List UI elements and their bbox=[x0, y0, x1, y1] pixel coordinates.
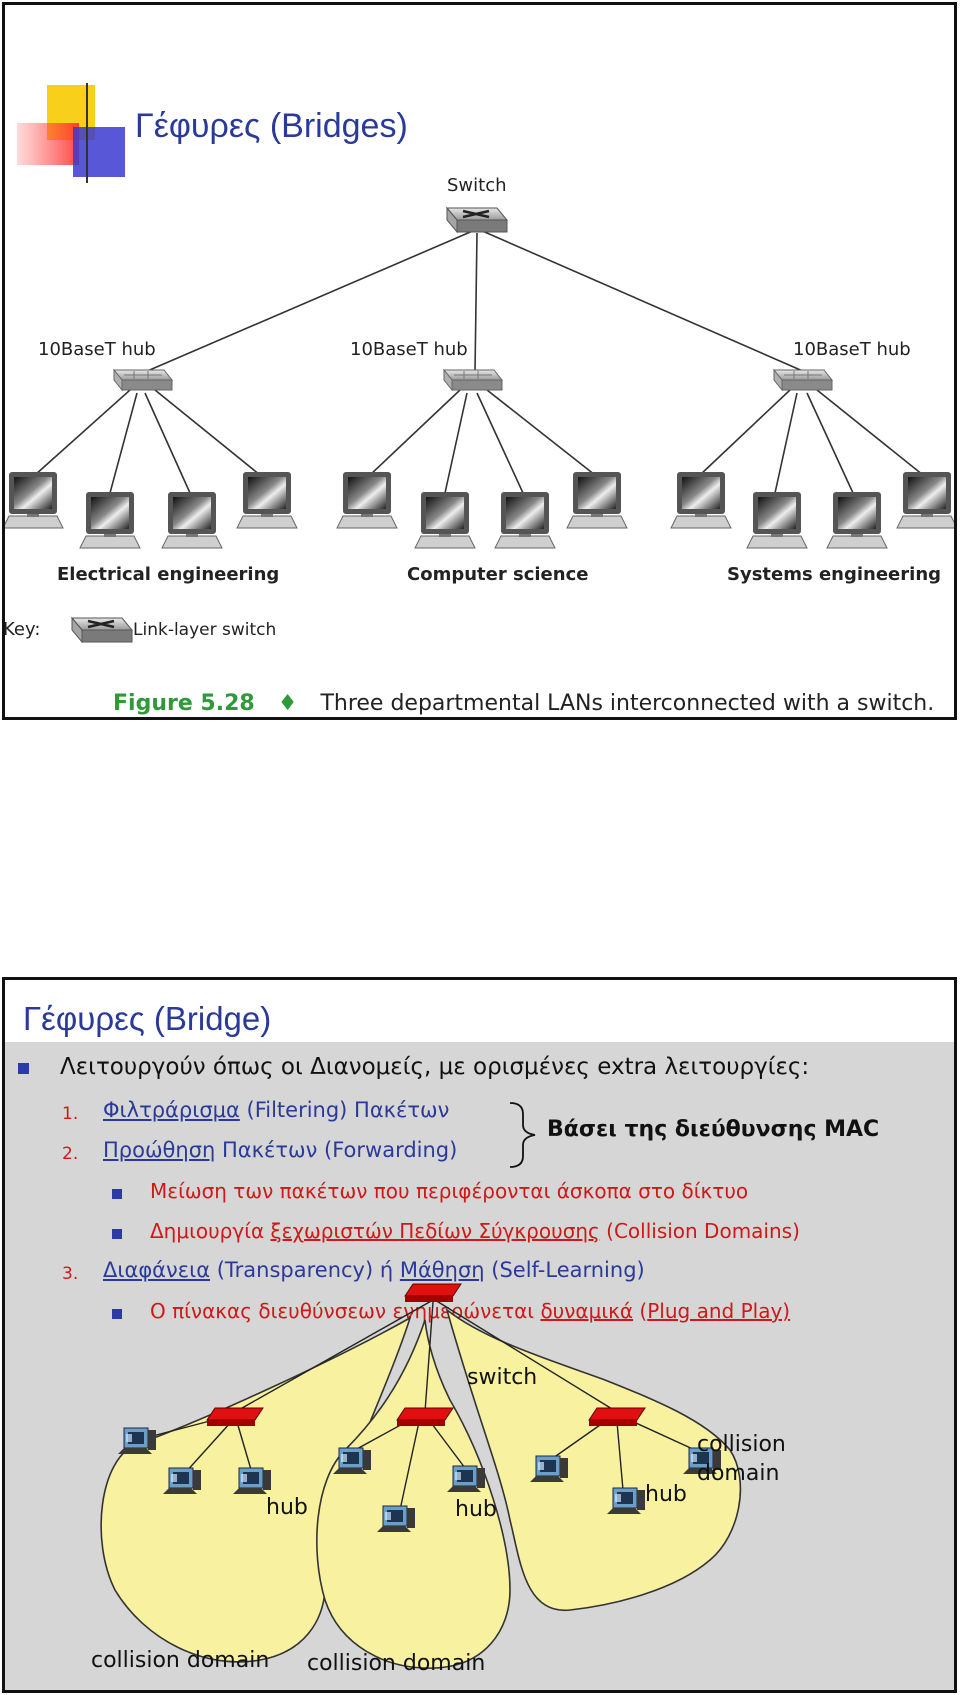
computer-icon bbox=[336, 471, 398, 529]
hub-label-1: hub bbox=[266, 1495, 308, 1520]
hub-icon bbox=[206, 1407, 264, 1427]
switch-icon bbox=[404, 1283, 462, 1303]
computer-icon bbox=[79, 491, 141, 549]
hub-label-2: 10BaseT hub bbox=[350, 339, 468, 360]
switch-icon bbox=[445, 206, 509, 234]
bullet-icon bbox=[18, 1063, 29, 1074]
slide-bridges-diagram: Γέφυρες (Bridges) bbox=[2, 2, 957, 720]
title-bar bbox=[5, 980, 954, 1042]
sub-reduction: Μείωση των πακέτων που περιφέρονται άσκο… bbox=[150, 1179, 749, 1203]
domain-word: domain bbox=[697, 1461, 780, 1486]
forwarding-rest: Πακέτων (Forwarding) bbox=[215, 1138, 458, 1162]
plug-and-play-link[interactable]: Plug and Play) bbox=[647, 1299, 791, 1323]
computer-icon bbox=[566, 471, 628, 529]
title-decoration bbox=[17, 83, 954, 183]
bullet-icon bbox=[112, 1189, 122, 1199]
key-item-label: Link-layer switch bbox=[133, 620, 277, 640]
hub-icon bbox=[773, 369, 833, 391]
computer-icon bbox=[414, 491, 476, 549]
slide-title: Γέφυρες (Bridges) bbox=[135, 107, 408, 145]
computer-icon bbox=[670, 471, 732, 529]
dynamic-link[interactable]: δυναμικά bbox=[540, 1299, 634, 1323]
filtering-link[interactable]: Φιλτράρισμα bbox=[103, 1098, 240, 1122]
sub2-pre: Δημιουργία bbox=[150, 1219, 271, 1243]
collision-domain-right bbox=[445, 1307, 742, 1611]
computer-icon bbox=[746, 491, 808, 549]
item-filtering: Φιλτράρισμα (Filtering) Πακέτων bbox=[103, 1098, 449, 1122]
figure-number: Figure 5.28 bbox=[113, 691, 255, 716]
hub-label-3: 10BaseT hub bbox=[793, 339, 911, 360]
dept-label-cs: Computer science bbox=[407, 564, 589, 585]
hub-icon bbox=[113, 369, 173, 391]
computer-icon bbox=[896, 471, 954, 529]
item-number-2: 2. bbox=[62, 1144, 79, 1164]
collision-domain-label-left: collision domain bbox=[91, 1648, 270, 1673]
sub-collision-domains: Δημιουργία ξεχωριστών Πεδίων Σύγκρουσης … bbox=[150, 1219, 800, 1243]
dept-label-systems: Systems engineering bbox=[727, 564, 942, 585]
item3-post: (Self-Learning) bbox=[484, 1258, 645, 1282]
forwarding-link[interactable]: Προώθηση bbox=[103, 1138, 216, 1162]
key-switch-icon bbox=[70, 616, 134, 644]
item-number-3: 3. bbox=[62, 1264, 79, 1284]
dept-label-electrical: Electrical engineering bbox=[57, 564, 280, 585]
computer-icon bbox=[5, 471, 64, 529]
key-label: Key: bbox=[3, 619, 41, 640]
filtering-rest: (Filtering) Πακέτων bbox=[239, 1098, 450, 1122]
bullet-icon bbox=[112, 1309, 122, 1319]
slide-title: Γέφυρες (Bridge) bbox=[23, 1000, 272, 1037]
brace-icon bbox=[509, 1102, 536, 1168]
collision-domain-label-right: collision domain bbox=[697, 1430, 786, 1488]
hub-icon bbox=[588, 1407, 646, 1427]
switch-label: switch bbox=[467, 1365, 538, 1390]
hub-label-3: hub bbox=[645, 1482, 687, 1507]
switch-label: Switch bbox=[447, 175, 507, 196]
learning-link[interactable]: Μάθηση bbox=[399, 1258, 485, 1282]
item3-mid: (Transparency) ή bbox=[210, 1258, 400, 1282]
collision-fields-link[interactable]: ξεχωριστών Πεδίων Σύγκρουσης bbox=[270, 1219, 600, 1243]
item-forwarding: Προώθηση Πακέτων (Forwarding) bbox=[103, 1138, 457, 1162]
computer-icon bbox=[826, 491, 888, 549]
item-number-1: 1. bbox=[62, 1104, 79, 1124]
network-diagram bbox=[5, 206, 954, 644]
hub-label-2: hub bbox=[455, 1497, 497, 1522]
brace-note: Βάσει της διεύθυνσης MAC bbox=[547, 1117, 880, 1142]
figure-separator: ♦ bbox=[277, 691, 298, 716]
collision-domain-diagram bbox=[100, 1283, 742, 1669]
hub-label-1: 10BaseT hub bbox=[38, 339, 156, 360]
computer-icon bbox=[494, 491, 556, 549]
collision-word: collision bbox=[697, 1432, 786, 1457]
intro-text: Λειτουργούν όπως οι Διανομείς, με ορισμέ… bbox=[60, 1054, 810, 1080]
collision-domain-label-middle: collision domain bbox=[307, 1651, 486, 1676]
hub-icon bbox=[396, 1407, 454, 1427]
transparency-link[interactable]: Διαφάνεια bbox=[103, 1258, 211, 1282]
item-transparency: Διαφάνεια (Transparency) ή Μάθηση (Self-… bbox=[103, 1258, 645, 1282]
computer-icon bbox=[236, 471, 298, 529]
slide-bridge-functions: Γέφυρες (Bridge) Λειτουργούν όπως οι Δια… bbox=[2, 977, 957, 1693]
sub-address-table: Ο πίνακας διευθύνσεων ενημερώνεται δυναμ… bbox=[150, 1299, 790, 1323]
sub3-mid: ( bbox=[633, 1299, 648, 1323]
figure-caption: Figure 5.28 ♦ Three departmental LANs in… bbox=[113, 691, 934, 716]
sub3-pre: Ο πίνακας διευθύνσεων ενημερώνεται bbox=[150, 1299, 541, 1323]
computer-icon bbox=[161, 491, 223, 549]
sub2-post: (Collision Domains) bbox=[599, 1219, 800, 1243]
hub-icon bbox=[443, 369, 503, 391]
figure-caption-text: Three departmental LANs interconnected w… bbox=[320, 691, 935, 716]
bullet-icon bbox=[112, 1229, 122, 1239]
